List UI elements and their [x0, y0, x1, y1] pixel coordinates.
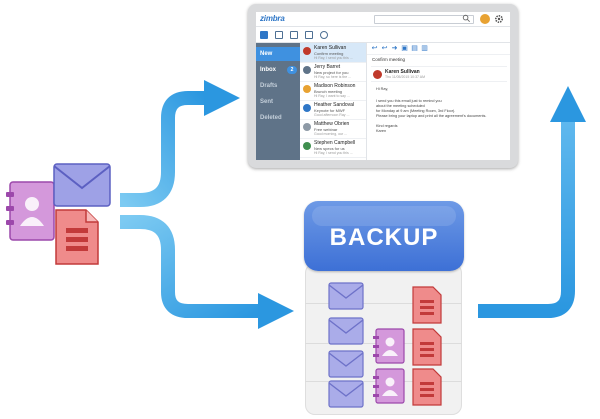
mail-icon — [53, 163, 111, 207]
contacts-app-icon[interactable] — [275, 31, 283, 39]
arrow-to-backup — [120, 215, 294, 329]
app-toolbar — [256, 28, 510, 43]
arrow-to-mailbox — [120, 80, 240, 207]
reader-body-line: I send you this email just to remind you — [376, 99, 442, 103]
reader-body-line: Please bring your laptop and print all t… — [376, 114, 487, 118]
message-subject: Free webinar — [314, 127, 338, 132]
message-preview: Good afternoon Ray ... — [314, 113, 350, 117]
mail-app-icon[interactable] — [260, 31, 268, 39]
sender-avatar — [303, 47, 311, 55]
top-bar: zimbra — [256, 12, 510, 27]
message-subject: Keynote for MWF — [314, 108, 346, 113]
zimbra-logo: zimbra — [260, 14, 285, 23]
user-avatar[interactable] — [480, 14, 490, 24]
sender-avatar — [303, 66, 311, 74]
reader-subject: Confirm meeting — [372, 57, 406, 62]
sender-avatar — [303, 142, 311, 150]
message-preview: Good morning, our ... — [314, 132, 348, 136]
reply-icon[interactable]: ↩ — [371, 45, 378, 52]
message-preview: Hi Ray, I want to say ... — [314, 94, 350, 98]
sender-name: Stephen Campbell — [314, 140, 356, 146]
mail-client-screen: zimbra New Inbox 2 Draft — [256, 12, 510, 160]
gear-icon[interactable] — [494, 14, 504, 24]
briefcase-app-icon[interactable] — [320, 31, 328, 39]
backup-contents — [328, 282, 442, 408]
reader-body-line: about the meeting scheduled — [376, 104, 425, 108]
message-item[interactable]: Karen Sullivan Confirm meeting Hi Ray, I… — [300, 43, 366, 63]
stored-document-icons — [412, 286, 442, 406]
stored-contact-icons — [373, 328, 405, 404]
reader-date: Thu 11/05/2015 10:37 AM — [385, 75, 426, 79]
message-preview: Hi Ray, I send you this ... — [314, 151, 353, 155]
mail-client-window: zimbra New Inbox 2 Draft — [248, 4, 518, 168]
message-list: Karen Sullivan Confirm meeting Hi Ray, I… — [300, 43, 367, 160]
sender-name: Jerry Barret — [314, 64, 341, 70]
search-icon[interactable] — [462, 14, 471, 23]
junk-icon[interactable]: ▤ — [411, 45, 418, 52]
document-icon — [55, 209, 99, 265]
message-item[interactable]: Stephen Campbell New specs for us Hi Ray… — [300, 138, 366, 158]
message-item[interactable]: Madison Robinson Brunch meeting Hi Ray, … — [300, 81, 366, 101]
sender-name: Karen Sullivan — [314, 45, 347, 51]
contact-book-icon — [6, 181, 55, 241]
reader-from: Karen Sullivan — [385, 69, 420, 75]
sidebar-item-inbox[interactable]: Inbox 2 — [256, 63, 300, 77]
reply-all-icon[interactable]: ↩ — [381, 45, 388, 52]
lid-highlight — [312, 206, 456, 226]
message-preview: Hi Ray, I send you this ... — [314, 56, 353, 60]
sidebar-item-drafts[interactable]: Drafts — [260, 83, 278, 89]
message-preview: Hi Ray, so here is the ... — [314, 75, 352, 79]
reader-closing: Kind regards — [376, 124, 398, 128]
sender-avatar — [303, 85, 311, 93]
sidebar-item-deleted[interactable]: Deleted — [260, 115, 282, 121]
message-item[interactable]: Matthew Obrien Free webinar Good morning… — [300, 119, 366, 139]
reader-header: Karen Sullivan Thu 11/05/2015 10:37 AM — [371, 66, 507, 82]
message-subject: New specs for us — [314, 146, 345, 151]
tasks-app-icon[interactable] — [305, 31, 313, 39]
folder-sidebar: New Inbox 2 Drafts Sent Deleted — [256, 43, 300, 160]
sidebar-item-new[interactable]: New — [256, 47, 300, 61]
message-subject: New project for you — [314, 70, 349, 75]
sender-name: Matthew Obrien — [314, 121, 350, 127]
message-subject: Confirm meeting — [314, 51, 344, 56]
message-item[interactable]: Jerry Barret New project for you Hi Ray,… — [300, 62, 366, 82]
search-input[interactable] — [374, 15, 474, 24]
reader-toolbar: ↩ ↩ ➜ ▣ ▤ ▥ — [367, 43, 510, 55]
sender-avatar — [303, 104, 311, 112]
reader-body-line: for Monday at 9 am (Meeting Room, 3rd Fl… — [376, 109, 456, 113]
forward-icon[interactable]: ➜ — [391, 45, 398, 52]
backup-label: BACKUP — [329, 224, 439, 251]
reader-greeting: Hi Ray, — [376, 87, 389, 91]
trash-icon[interactable]: ▥ — [421, 45, 428, 52]
sender-avatar — [373, 70, 382, 79]
message-item[interactable]: Heather Sandoval Keynote for MWF Good af… — [300, 100, 366, 120]
stored-mail-icons — [328, 282, 364, 408]
sidebar-item-sent[interactable]: Sent — [260, 99, 274, 105]
reader-signature: Karen — [376, 129, 387, 133]
backup-lid — [304, 201, 464, 271]
archive-icon[interactable]: ▣ — [401, 45, 408, 52]
arrow-restore-to-mailbox — [478, 86, 586, 318]
storage-shelf — [305, 303, 462, 304]
sender-avatar — [303, 123, 311, 131]
message-subject: Brunch meeting — [314, 89, 343, 94]
calendar-app-icon[interactable] — [290, 31, 298, 39]
reading-pane: ↩ ↩ ➜ ▣ ▤ ▥ Confirm meeting Karen Sulliv… — [367, 43, 510, 160]
sender-name: Madison Robinson — [314, 83, 356, 89]
sender-name: Heather Sandoval — [314, 102, 355, 108]
unread-badge: 2 — [287, 66, 297, 74]
sidebar-item-label: Inbox — [260, 67, 276, 73]
